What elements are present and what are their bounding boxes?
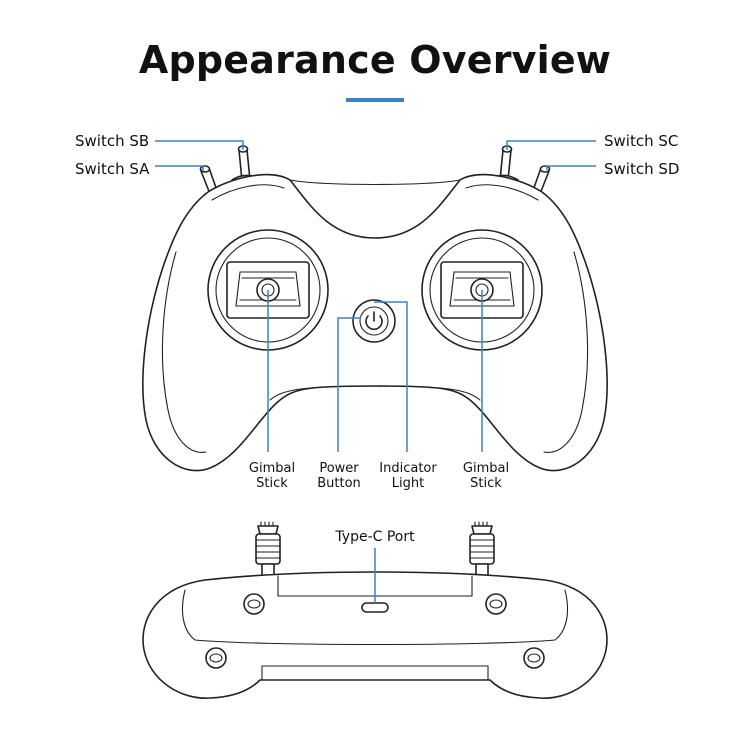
callout-switch-sc [506,140,596,150]
power-button-graphic [352,299,396,343]
callout-power-button [337,317,361,452]
top-switch-bases [205,593,545,669]
top-right-stick [469,521,495,577]
label-gimbal-stick-right: Gimbal Stick [462,461,510,491]
label-switch-sd: Switch SD [604,160,680,178]
top-view [142,521,608,699]
label-indicator-light: Indicator Light [379,461,437,491]
top-left-stick [255,521,281,577]
callout-switch-sa [155,165,204,171]
label-power-button: Power Button [317,461,361,491]
label-switch-sa: Switch SA [75,160,150,178]
title-underline [346,98,404,102]
label-switch-sc: Switch SC [604,132,679,150]
callout-switch-sd [546,165,596,170]
type-c-port-graphic [361,602,389,613]
label-switch-sb: Switch SB [75,132,150,150]
label-gimbal-stick-left: Gimbal Stick [248,461,296,491]
label-type-c-port: Type-C Port [335,529,415,545]
callout-switch-sb [155,140,244,150]
callout-indicator-light [374,301,408,452]
page-title: Appearance Overview [138,38,612,82]
front-view [142,140,608,472]
